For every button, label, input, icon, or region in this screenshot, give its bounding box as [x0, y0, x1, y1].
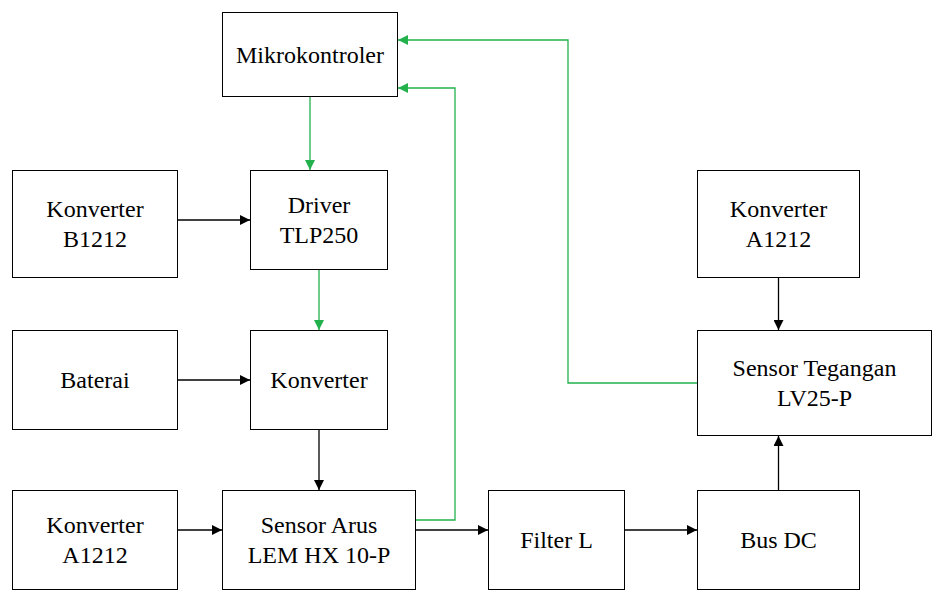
power-arrow: [416, 529, 488, 530]
signal-arrow: [398, 88, 455, 520]
box-label: Konverter A1212: [709, 194, 849, 254]
current-sensor-box: Sensor Arus LEM HX 10-P: [222, 490, 416, 590]
box-label: Sensor Tegangan LV25-P: [715, 353, 915, 413]
power-arrow: [318, 430, 319, 490]
box-label: Konverter B1212: [25, 194, 165, 254]
dc-bus-box: Bus DC: [697, 490, 860, 590]
box-label: Konverter: [270, 365, 367, 395]
signal-arrow: [309, 97, 310, 170]
box-label: Baterai: [60, 365, 129, 395]
controller-box: Mikrokontroler: [222, 12, 398, 97]
voltage-sensor-box: Sensor Tegangan LV25-P: [697, 330, 932, 436]
signal-arrow: [398, 40, 697, 383]
box-label: Sensor Arus LEM HX 10-P: [239, 510, 399, 570]
box-label: Driver TLP250: [259, 190, 379, 250]
battery-box: Baterai: [12, 330, 178, 430]
box-label: Konverter A1212: [25, 510, 165, 570]
signal-arrow: [318, 270, 319, 330]
box-label: Filter L: [520, 525, 593, 555]
power-arrow: [778, 278, 779, 330]
power-arrow: [178, 379, 250, 380]
driver-box: Driver TLP250: [250, 170, 388, 270]
box-label: Bus DC: [740, 525, 817, 555]
converter-box: Konverter: [250, 330, 388, 430]
filter-box: Filter L: [488, 490, 625, 590]
power-arrow: [178, 529, 222, 530]
power-arrow: [178, 219, 250, 220]
converter-box: Konverter A1212: [12, 490, 178, 590]
box-label: Mikrokontroler: [236, 40, 384, 70]
converter-box: Konverter B1212: [12, 170, 178, 278]
power-arrow: [778, 436, 779, 490]
power-arrow: [625, 529, 697, 530]
converter-box: Konverter A1212: [697, 170, 860, 278]
